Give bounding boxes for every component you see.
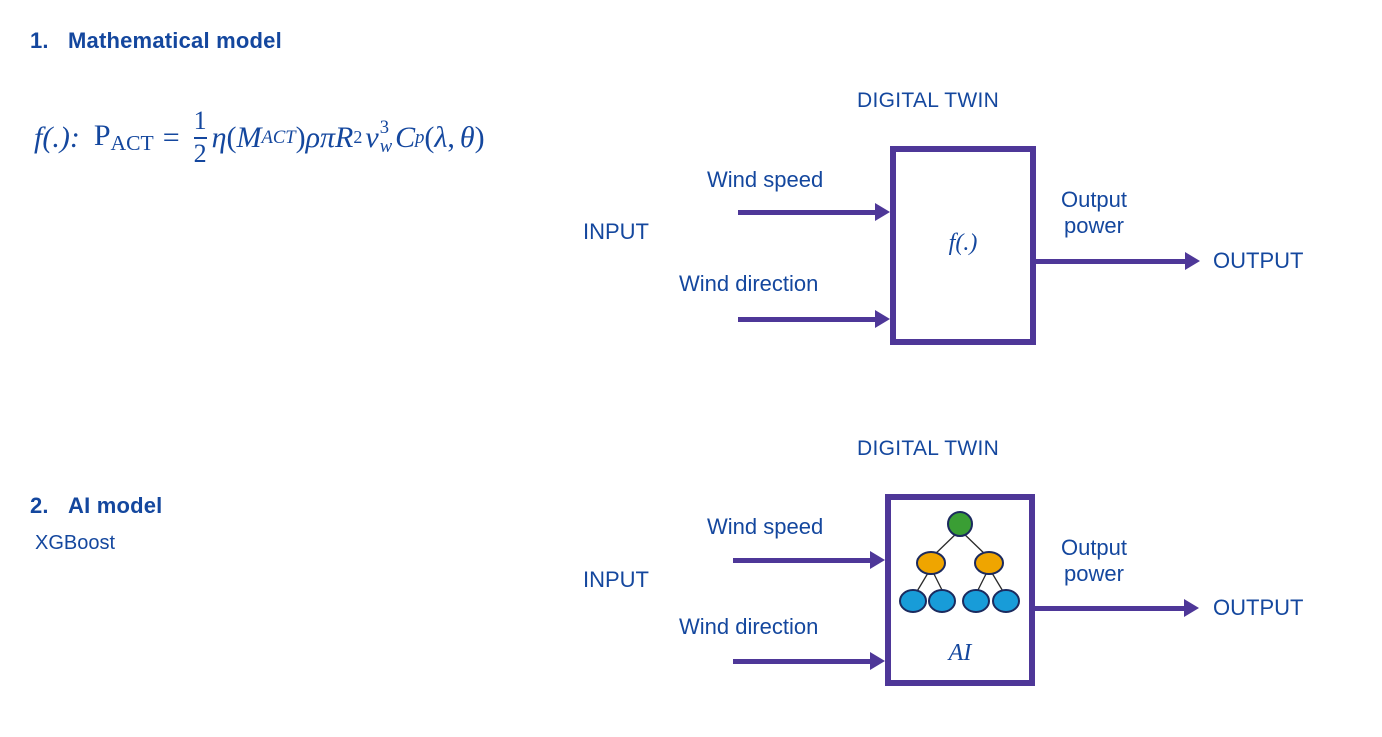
diagram-1-output-power-label: Output power (1042, 187, 1146, 239)
formula-lhs-symbol: P (93, 119, 111, 153)
arrow-shaft (1036, 258, 1185, 264)
formula-cp-subscript: p (415, 126, 425, 148)
section-2-number: 2. (30, 493, 49, 518)
diagram-2-output-label: OUTPUT (1213, 595, 1304, 620)
diagram-2-output-arrow (1035, 599, 1199, 617)
formula-comma: , (447, 120, 455, 154)
formula-theta: θ (459, 120, 475, 154)
section-2-note: XGBoost (35, 532, 116, 554)
diagram-1-output-power-line1: Output (1060, 187, 1128, 212)
diagram-2-input-label: INPUT (583, 567, 649, 592)
formula-args-close: ) (474, 120, 485, 154)
formula-prefix: f(.): (34, 120, 80, 154)
decision-tree-icon (899, 511, 1020, 613)
formula-fraction-denominator: 2 (193, 138, 207, 168)
arrow-head (870, 551, 885, 569)
diagram-1-box: f(.) (890, 146, 1036, 345)
section-1-number: 1. (30, 28, 49, 53)
formula-eta-paren-close: ) (295, 120, 306, 154)
formula-windspeed: v (365, 120, 379, 154)
arrow-shaft (733, 658, 870, 664)
diagram-1-input-2-label: Wind direction (679, 271, 819, 296)
diagram-2-title: DIGITAL TWIN (857, 437, 1000, 460)
formula-pi: π (320, 120, 336, 154)
diagram-1-box-label: f(.) (948, 230, 978, 256)
diagram-2-input-2-arrow (733, 652, 885, 670)
formula-fraction-numerator: 1 (193, 106, 207, 135)
formula-eta-arg-subscript: ACT (261, 126, 296, 148)
diagram-2-input-1-arrow (733, 551, 885, 569)
diagram-2-box-label: AI (948, 640, 972, 666)
formula-windspeed-subscript: w (379, 135, 393, 157)
arrow-head (870, 652, 885, 670)
formula-cp: C (395, 120, 416, 154)
formula-eta: η (211, 120, 227, 154)
diagram-1-input-label: INPUT (583, 219, 649, 244)
diagram-2-input-2-label: Wind direction (679, 614, 819, 639)
diagram-1-output-label: OUTPUT (1213, 248, 1304, 273)
section-1-title: Mathematical model (68, 28, 282, 53)
arrow-shaft (733, 557, 870, 563)
diagram-1-input-1-label: Wind speed (707, 167, 824, 192)
formula-rho: ρ (305, 120, 321, 154)
diagram-2-input-1-label: Wind speed (707, 514, 824, 539)
arrow-head (1185, 252, 1200, 270)
diagram-2-output-power-line1: Output (1060, 535, 1128, 560)
arrow-head (875, 203, 890, 221)
formula-windspeed-exponent: 3 (379, 116, 389, 138)
formula-fraction-bar (193, 136, 207, 139)
formula-lhs-subscript: ACT (110, 130, 154, 155)
diagram-1-title: DIGITAL TWIN (857, 89, 1000, 112)
diagram-1-input-1-arrow (738, 203, 890, 221)
section-1-heading: 1. Mathematical model (30, 28, 282, 54)
formula-eta-paren-open: ( (226, 120, 237, 154)
diagram-2-output-power-label: Output power (1042, 535, 1146, 587)
formula-eta-arg: M (236, 120, 262, 154)
formula-equals: = (162, 120, 180, 154)
diagram-2-output-power-line2: power (1064, 560, 1124, 586)
diagram-1-output-arrow (1036, 252, 1200, 270)
formula-lhs: PACT (94, 119, 154, 156)
arrow-head (1184, 599, 1199, 617)
diagram-1-output-power-line2: power (1064, 212, 1124, 238)
diagram-2-box: AI (885, 494, 1035, 686)
arrow-shaft (738, 209, 875, 215)
formula-lambda: λ (434, 120, 448, 154)
section-2-title: AI model (68, 493, 163, 518)
formula-radius-exponent: 2 (353, 127, 363, 148)
formula-radius: R (335, 120, 354, 154)
arrow-shaft (738, 316, 875, 322)
formula-fraction: 1 2 (193, 106, 207, 168)
diagram-1-input-2-arrow (738, 310, 890, 328)
section-2-heading: 2. AI model (30, 493, 163, 519)
arrow-shaft (1035, 605, 1184, 611)
formula-args-open: ( (424, 120, 435, 154)
arrow-head (875, 310, 890, 328)
